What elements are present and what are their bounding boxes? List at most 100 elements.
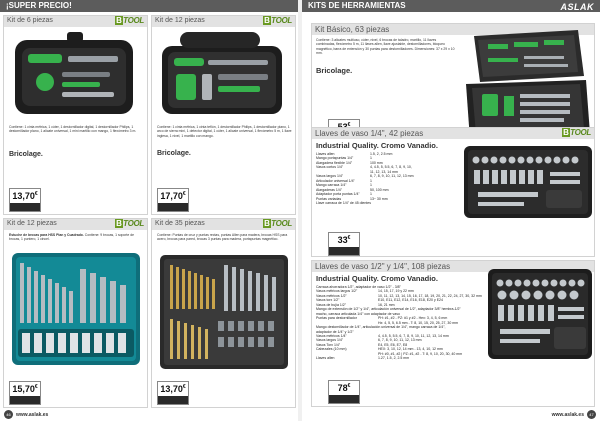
card-header: Kit Básico, 63 piezas [312,24,594,35]
page-number-left: 46 [4,410,13,419]
spec-key: Llaves allen [316,356,335,361]
card-description-bold: Estuche de brocas para HSS Plan y Cuadra… [9,233,84,237]
card-description: Contiene: 1 cinta métrica, 1 cúter, 1 de… [9,125,137,134]
spec-row: PH: #0, #1, #2 | PZ: #1, #2 - T: 8, 9, 1… [316,352,481,356]
spec-key: Mango portapuntas 1/4" [316,156,354,161]
spec-row: macho, carraca articulada 1/4" con adapt… [316,312,481,316]
socket-case-illustration [464,146,592,218]
price-value: 78 [337,383,348,393]
spec-value: Hx: 4, 5, 5, 6.5 mm - T: 8, 10, 15, 20, … [378,320,459,325]
card-subhead: Bricolage. [9,151,43,158]
spec-value: E10, E11, E12, E14, E16, E18, E20 y E24 [378,298,443,303]
spec-row: Vasos largos 1/4"6, 7, 8, 9, 10, 11, 12,… [316,338,481,342]
toolkit-case-illustration [162,32,282,114]
card-header: Llaves de vaso 1/2" y 1/4", 108 piezas [312,261,594,272]
card-title: Llaves de vaso 1/2" y 1/4", 108 piezas [315,262,451,271]
spec-value: 1 [370,178,372,183]
open-toolbox-illustration [466,30,590,140]
page-gutter [298,0,302,421]
spec-row: Alargadera flexible 1/4"100 mm [316,161,456,165]
spec-value: 1.5, 2, 2.5 mm [370,152,393,156]
card-title: Kit Básico, 63 piezas [315,25,390,34]
price-value: 33 [337,235,348,245]
price-value: 15,70 [12,384,35,394]
card-socket-set-108[interactable]: Llaves de vaso 1/2" y 1/4", 108 piezas I… [311,260,595,407]
spec-row: Vasos cortos 1/4"4, 4.5, 5, 5.5, 6, 7, 8… [316,165,456,169]
spec-value: 13~ 30 mm [370,196,388,201]
price-tag: 15,70€ [9,381,41,405]
drill-bit-case-illustration [12,253,140,365]
spec-row: Vasos métricos 1/2"10, 11, 12, 13, 14, 1… [316,294,482,298]
footer-url-left[interactable]: www.aslak.es [16,412,49,418]
card-title: Kit de 12 piezas [155,17,205,24]
card-description: Contiene: 1 cinta métrica, 1 cinta tefló… [157,125,292,138]
spec-key: Vasos torx 1/2" [316,298,340,303]
card-subhead: Industrial Quality. Cromo Vanadio. [316,274,438,283]
price-value: 13,70 [160,384,183,394]
spec-key: Vasos métricos largos 1/2" [316,289,358,294]
spec-row: Vasos Torx 1/4"E4, E5, E6, E7, E8 [316,343,481,347]
card-title: Kit de 35 piezas [155,220,205,227]
spec-key: Llaves allen [316,152,335,156]
spec-key: macho, carraca articulada 1/4" con adapt… [316,311,400,316]
left-page-title: ¡SUPER PRECIO! [6,1,72,10]
spec-row: Vasos métricos 1/4"4, 4.5, 5, 5.5, 6, 7,… [316,334,481,338]
card-description-text: Contiene: 9 brocas, 1 soporte de brocas,… [9,233,134,242]
spec-value: 14, 15, 17, 19 y 22 mm [378,289,414,294]
spec-value: 100 mm [370,160,383,165]
spec-value: 1 [370,192,372,197]
spec-key: Mango destornillador de 1/4", articulaci… [316,325,446,330]
price-ref-strip [158,203,188,211]
price-ref-strip [10,203,40,211]
spec-value: 4, 4.5, 5, 5.5, 6, 7, 8, 9, 10, [370,165,412,170]
price-tag: 33€ [328,232,360,256]
spec-list: Carraca ahorradora 1/2", adaptador de va… [316,285,482,361]
card-description: Contiene: 3 alicates multiuso, cúter, ni… [316,38,455,55]
card-kit-basico-63[interactable]: Kit Básico, 63 piezas Contiene: 3 alicat… [311,23,595,147]
spec-row: Vasos torx 1/2" E10, E11, E12, E14, E16, … [316,298,481,302]
spec-row: Mango de extensión de 1/2" y 1/4", artic… [316,307,481,311]
spec-value: 1 [370,183,372,188]
card-description: Contiene: Puntas de cruz y puntas rectas… [157,233,288,242]
spec-key: Vasos largos 1/4" [316,338,344,343]
footer-url-right[interactable]: www.aslak.es [551,412,584,418]
price-tag: 13,70€ [157,381,189,405]
spec-key: Llave carraca de 1/4" de 45 dientes [316,200,371,205]
card-subhead: Industrial Quality. Cromo Vanadio. [316,141,438,150]
card-title: Kit de 6 piezas [7,17,53,24]
spec-key: Vasos de bujía 1/2" [316,302,346,307]
price-value: 13,70 [12,191,35,201]
spec-row: Alargaderas 1/4"50, 100 mm [316,188,456,192]
spec-value: 6, 7, 8, 9, 10, 11, 12, 13 mm [370,174,414,179]
spec-key: adaptador de 1/4" y 1/2" [316,329,354,334]
spec-value: E4, E5, E6, E7, E8 [378,342,408,347]
spec-row: Mango carraca 1/4" 1 [316,183,456,187]
price-tag: 17,70€ [157,188,189,212]
price-value: 17,70 [160,191,183,201]
spec-row: 11, 12, 13, 14 mm [316,170,456,174]
price-ref-strip [329,395,359,403]
spec-value: 1 [370,156,372,161]
spec-key: Mango carraca 1/4" [316,183,347,188]
spec-row: adaptador de 1/4" y 1/2" [316,330,481,334]
page-number-right: 47 [587,410,596,419]
spec-row: Cabezales (10 mm)HEX: 3, 10, 12, 14 mm -… [316,347,481,351]
card-title: Llaves de vaso 1/4", 42 piezas [315,129,424,138]
spec-row: Articulador universal 1/4"1 [316,179,456,183]
spec-row: Hx: 4, 5, 5, 6.5 mm - T: 8, 10, 15, 20, … [316,321,481,325]
